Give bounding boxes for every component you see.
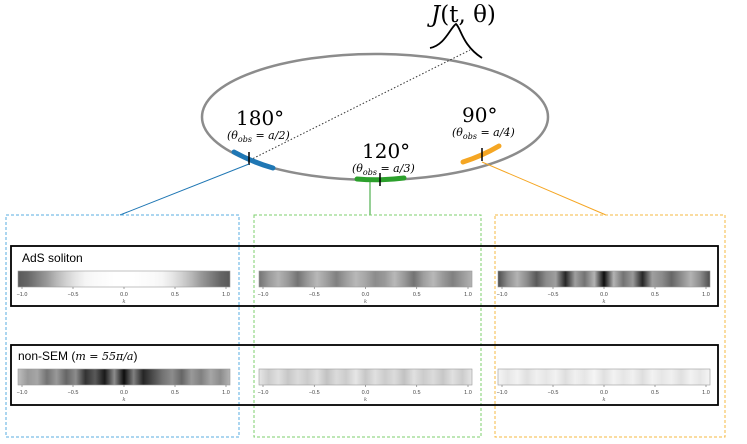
- axis-xlabel: k: [122, 397, 126, 403]
- axis-tick-label: −1.0: [17, 390, 28, 396]
- axis-tick-label: 0.0: [120, 390, 128, 396]
- axis-tick-label: 1.0: [702, 390, 710, 396]
- angle-120-label: 120°: [362, 139, 410, 163]
- axis-tick-label: −1.0: [258, 292, 269, 298]
- axis-tick-label: 0.0: [600, 390, 608, 396]
- axis-tick-label: 0.5: [171, 292, 179, 298]
- angle-90-label: 90°: [462, 103, 497, 127]
- axis-tick-label: 0.5: [651, 292, 659, 298]
- intensity-strip-ads-c90: [497, 270, 711, 288]
- axis-tick-label: 1.0: [702, 292, 710, 298]
- axis-tick-label: 1.0: [464, 292, 472, 298]
- axis-tick-label: −1.0: [497, 390, 508, 396]
- intensity-strip-sem-c90: [497, 368, 711, 386]
- row-label-ads: AdS soliton: [22, 251, 83, 265]
- connector-orange: [481, 161, 607, 216]
- axis-xlabel: k: [364, 299, 368, 305]
- pulse-curve: [429, 22, 483, 59]
- arc-90-orange: [460, 143, 502, 165]
- diameter-line: [249, 49, 471, 161]
- connector-blue: [119, 163, 250, 216]
- angle-180-label: 180°: [236, 106, 284, 130]
- axis-tick-label: −0.5: [548, 292, 559, 298]
- axis-xlabel: k: [364, 397, 368, 403]
- axis-tick-label: 0.0: [362, 292, 370, 298]
- axis-tick-label: −0.5: [548, 390, 559, 396]
- axis-tick-label: −0.5: [309, 390, 320, 396]
- row-box-sem: [10, 344, 719, 406]
- column-box-180: [5, 214, 240, 438]
- axis-xlabel: k: [122, 299, 126, 305]
- obs-90-label: (θobs = a/4): [452, 126, 515, 141]
- row-label-sem: non-SEM (m = 55π/a): [18, 349, 138, 363]
- column-box-90: [494, 214, 726, 438]
- axis-tick-label: 0.5: [413, 390, 421, 396]
- intensity-strip-sem-c180: [17, 368, 231, 386]
- intensity-strip-ads-c120: [258, 270, 473, 288]
- arc-180-blue: [231, 149, 276, 171]
- obs-120-label: (θobs = a/3): [352, 162, 415, 177]
- axis-tick-label: 0.0: [120, 292, 128, 298]
- axis-tick-label: 1.0: [222, 390, 230, 396]
- axis-tick-label: −1.0: [17, 292, 28, 298]
- axis-tick-label: 1.0: [222, 292, 230, 298]
- axis-xlabel: k: [602, 299, 606, 305]
- axis-tick-label: −1.0: [497, 292, 508, 298]
- intensity-strip-sem-c120: [258, 368, 473, 386]
- axis-tick-label: −1.0: [258, 390, 269, 396]
- axis-tick-label: 0.5: [171, 390, 179, 396]
- axis-tick-label: 1.0: [464, 390, 472, 396]
- axis-xlabel: k: [602, 397, 606, 403]
- formula-label: J(t, θ): [427, 2, 496, 28]
- obs-180-label: (θobs = a/2): [227, 129, 290, 144]
- row-box-ads: [10, 245, 719, 307]
- axis-tick-label: 0.0: [600, 292, 608, 298]
- formula-J: J: [427, 2, 442, 28]
- axis-tick-label: −0.5: [68, 390, 79, 396]
- intensity-strip-ads-c180: [17, 270, 231, 288]
- strips-group: −1.0 −0.5 0.0 0.5 1.0 k −1.0 −0.5 0.0 0.5 1.0 k −1.0…: [17, 270, 711, 403]
- axis-tick-label: −0.5: [68, 292, 79, 298]
- formula-args: (t, θ): [440, 2, 496, 28]
- column-box-120: [253, 214, 482, 438]
- axis-tick-label: 0.5: [651, 390, 659, 396]
- axis-tick-label: 0.5: [413, 292, 421, 298]
- axis-tick-label: 0.0: [362, 390, 370, 396]
- axis-tick-label: −0.5: [309, 292, 320, 298]
